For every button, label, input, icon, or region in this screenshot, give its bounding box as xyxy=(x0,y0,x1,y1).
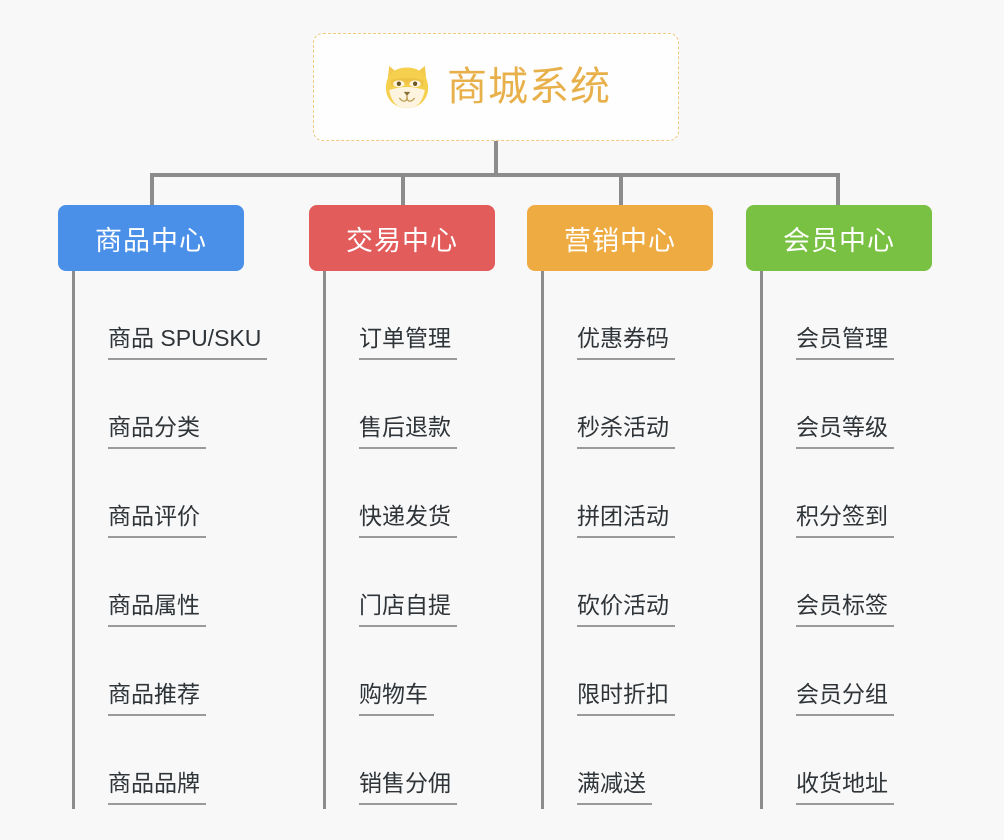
leaf-item[interactable]: 购物车 xyxy=(323,631,530,720)
leaf-label: 商品推荐 xyxy=(108,679,206,716)
leaf-item[interactable]: 商品品牌 xyxy=(72,720,288,809)
leaf-item[interactable]: 会员标签 xyxy=(760,542,976,631)
leaf-stack: 商品 SPU/SKU 商品分类 商品评价 商品属性 商品推荐 商品品牌 xyxy=(72,271,288,809)
connector-drop-3 xyxy=(619,173,623,207)
leaf-item[interactable]: 限时折扣 xyxy=(541,631,748,720)
leaf-label: 满减送 xyxy=(577,768,652,805)
leaf-item[interactable]: 商品评价 xyxy=(72,453,288,542)
leaf-item[interactable]: 会员等级 xyxy=(760,364,976,453)
connector-drop-4 xyxy=(836,173,840,207)
connector-root-stem xyxy=(494,141,498,175)
root-node[interactable]: 商城系统 xyxy=(313,33,679,141)
leaf-item[interactable]: 商品属性 xyxy=(72,542,288,631)
leaf-trunk-line xyxy=(541,271,544,809)
branch-title: 营销中心 xyxy=(564,225,676,256)
connector-drop-1 xyxy=(150,173,154,207)
leaf-label: 购物车 xyxy=(359,679,434,716)
leaf-item[interactable]: 会员分组 xyxy=(760,631,976,720)
leaf-label: 商品评价 xyxy=(108,501,206,538)
leaf-label: 拼团活动 xyxy=(577,501,675,538)
leaf-label: 会员分组 xyxy=(796,679,894,716)
leaf-label: 积分签到 xyxy=(796,501,894,538)
shiba-dog-face-icon xyxy=(385,65,429,109)
leaf-label: 门店自提 xyxy=(359,590,457,627)
leaf-item[interactable]: 快递发货 xyxy=(323,453,530,542)
branch-header-marketing-center[interactable]: 营销中心 xyxy=(527,205,713,271)
leaf-label: 销售分佣 xyxy=(359,768,457,805)
leaf-stack: 优惠券码 秒杀活动 拼团活动 砍价活动 限时折扣 满减送 xyxy=(541,271,748,809)
leaf-trunk-line xyxy=(72,271,75,809)
leaf-label: 砍价活动 xyxy=(577,590,675,627)
leaf-item[interactable]: 积分签到 xyxy=(760,453,976,542)
branch-title: 商品中心 xyxy=(95,225,207,256)
leaf-stack: 会员管理 会员等级 积分签到 会员标签 会员分组 收货地址 xyxy=(760,271,976,809)
leaf-label: 会员管理 xyxy=(796,323,894,360)
leaf-item[interactable]: 门店自提 xyxy=(323,542,530,631)
leaf-label: 商品 SPU/SKU xyxy=(108,323,268,360)
leaf-item[interactable]: 秒杀活动 xyxy=(541,364,748,453)
leaf-trunk-line xyxy=(760,271,763,809)
leaf-trunk-line xyxy=(323,271,326,809)
leaf-item[interactable]: 砍价活动 xyxy=(541,542,748,631)
leaf-label: 收货地址 xyxy=(796,768,894,805)
leaf-label: 商品属性 xyxy=(108,590,206,627)
root-title: 商城系统 xyxy=(447,65,611,109)
branch-title: 交易中心 xyxy=(346,225,458,256)
leaf-label: 商品品牌 xyxy=(108,768,206,805)
leaf-label: 订单管理 xyxy=(359,323,457,360)
leaf-stack: 订单管理 售后退款 快递发货 门店自提 购物车 销售分佣 xyxy=(323,271,530,809)
leaf-item[interactable]: 会员管理 xyxy=(760,275,976,364)
leaf-label: 会员标签 xyxy=(796,590,894,627)
leaf-item[interactable]: 收货地址 xyxy=(760,720,976,809)
leaf-item[interactable]: 商品分类 xyxy=(72,364,288,453)
leaf-item[interactable]: 优惠券码 xyxy=(541,275,748,364)
leaf-item[interactable]: 销售分佣 xyxy=(323,720,530,809)
leaf-item[interactable]: 商品 SPU/SKU xyxy=(72,275,288,364)
branch-column-trade-center: 交易中心 订单管理 售后退款 快递发货 门店自提 购物车 销售分佣 xyxy=(309,205,530,809)
branch-column-member-center: 会员中心 会员管理 会员等级 积分签到 会员标签 会员分组 收货地址 xyxy=(746,205,976,809)
leaf-label: 限时折扣 xyxy=(577,679,675,716)
branch-header-product-center[interactable]: 商品中心 xyxy=(58,205,244,271)
leaf-item[interactable]: 商品推荐 xyxy=(72,631,288,720)
branch-column-marketing-center: 营销中心 优惠券码 秒杀活动 拼团活动 砍价活动 限时折扣 满减送 xyxy=(527,205,748,809)
leaf-label: 商品分类 xyxy=(108,412,206,449)
leaf-label: 秒杀活动 xyxy=(577,412,675,449)
leaf-item[interactable]: 满减送 xyxy=(541,720,748,809)
branch-column-product-center: 商品中心 商品 SPU/SKU 商品分类 商品评价 商品属性 商品推荐 商品品牌 xyxy=(58,205,288,809)
leaf-label: 售后退款 xyxy=(359,412,457,449)
leaf-label: 快递发货 xyxy=(359,501,457,538)
branch-title: 会员中心 xyxy=(783,225,895,256)
connector-drop-2 xyxy=(401,173,405,207)
leaf-item[interactable]: 订单管理 xyxy=(323,275,530,364)
leaf-item[interactable]: 售后退款 xyxy=(323,364,530,453)
leaf-label: 会员等级 xyxy=(796,412,894,449)
leaf-label: 优惠券码 xyxy=(577,323,675,360)
branch-header-trade-center[interactable]: 交易中心 xyxy=(309,205,495,271)
leaf-item[interactable]: 拼团活动 xyxy=(541,453,748,542)
connector-horizontal-bus xyxy=(150,173,840,177)
branch-header-member-center[interactable]: 会员中心 xyxy=(746,205,932,271)
